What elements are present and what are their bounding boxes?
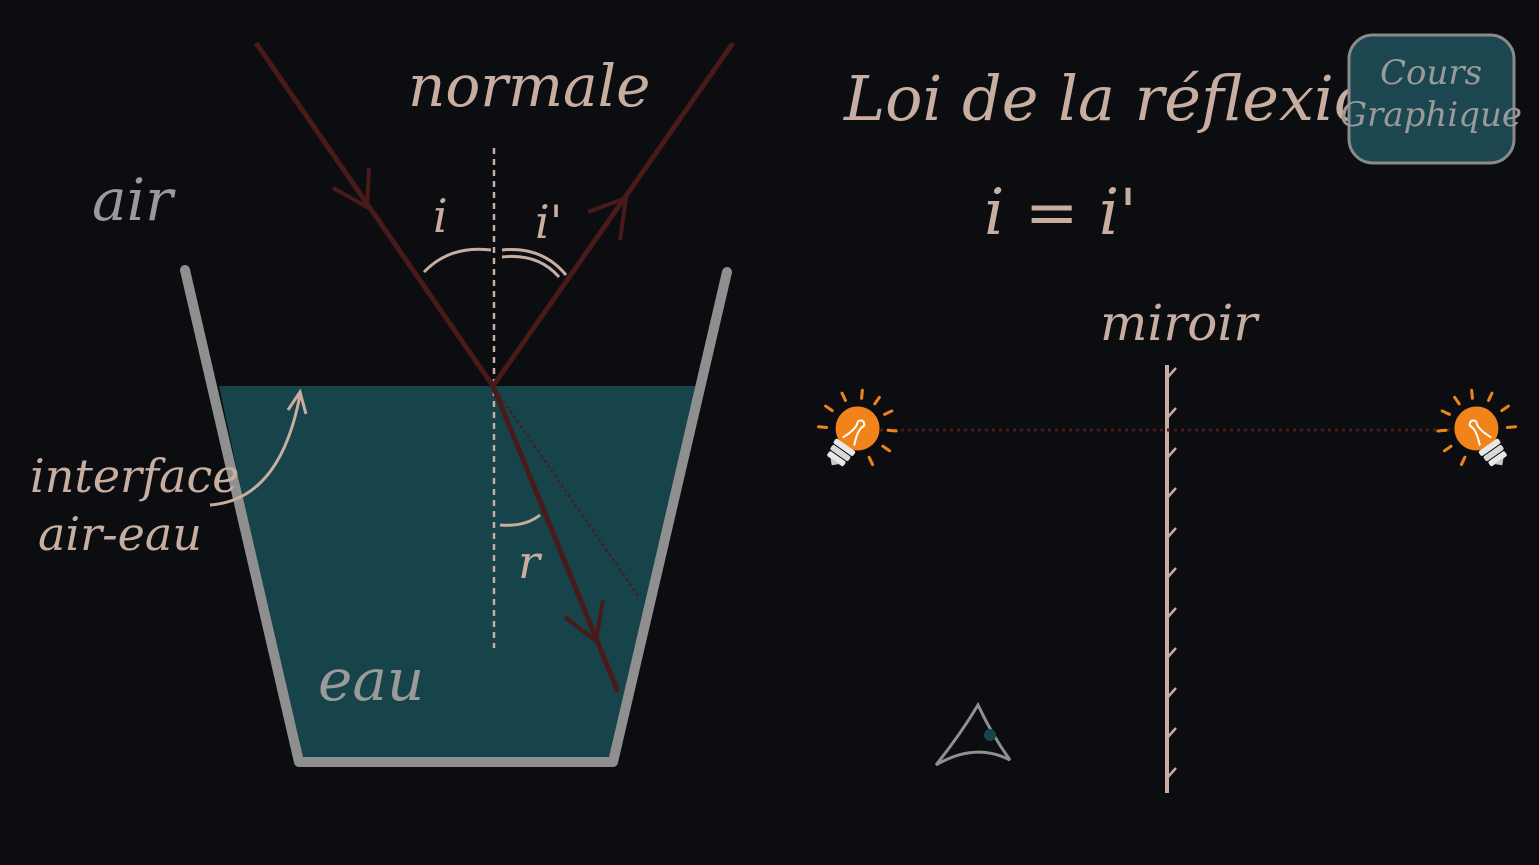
incident-arrow-icon	[332, 167, 371, 211]
logo-badge: Cours Graphique	[1340, 33, 1522, 165]
incident-extension	[492, 385, 640, 598]
interface-pointer	[209, 394, 302, 507]
interface-pointer-arrow-icon	[286, 388, 308, 415]
label-angle-r: r	[518, 535, 543, 589]
label-angle-i: i	[433, 189, 448, 243]
logo-line1: Cours	[1380, 53, 1482, 93]
angle-i-prime-arc	[501, 248, 568, 276]
angle-i-arc	[422, 247, 492, 274]
label-angle-i-prime: i'	[535, 195, 562, 249]
reflected-arrow-icon	[587, 194, 629, 241]
light-bulb-image-icon	[1421, 373, 1536, 490]
angle-r-arc	[499, 513, 541, 527]
mirror-hatching	[1166, 367, 1177, 779]
formula: i = i'	[984, 176, 1137, 250]
page-title: Loi de la réflexion	[843, 62, 1411, 135]
label-normale: normale	[408, 52, 650, 120]
label-eau: eau	[318, 646, 424, 714]
reflected-ray	[490, 41, 736, 388]
incident-ray	[253, 41, 496, 388]
refracted-arrow-icon	[563, 599, 605, 645]
logo-line2: Graphique	[1340, 95, 1522, 135]
angle-i-prime-arc-2	[501, 254, 561, 278]
label-miroir: miroir	[1100, 294, 1260, 352]
water-body	[219, 386, 702, 760]
light-bulb-icon	[798, 373, 913, 490]
label-air: air	[92, 166, 176, 234]
glass-container	[180, 265, 732, 767]
label-interface-line2: air-eau	[38, 507, 202, 561]
label-interface-line1: interface	[30, 449, 239, 503]
eye-icon	[934, 701, 1012, 767]
